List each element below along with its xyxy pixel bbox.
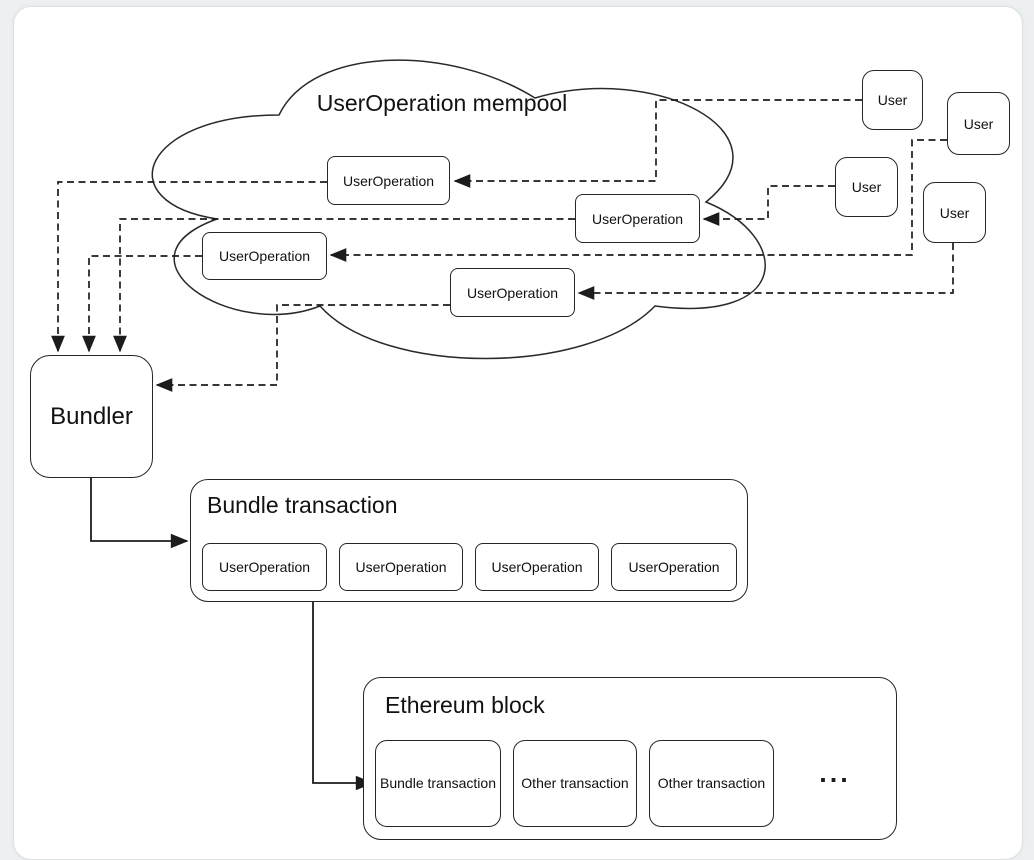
block-other-transaction-1: Other transaction (513, 740, 637, 827)
bundle-userop-4: UserOperation (611, 543, 737, 591)
ethereum-block-title: Ethereum block (385, 692, 545, 718)
bundle-userop-1-label: UserOperation (218, 559, 311, 575)
bundler-label: Bundler (50, 402, 133, 430)
bundle-userop-2-label: UserOperation (355, 559, 447, 575)
edge-bundle-to-block (312, 602, 374, 791)
user-node-2: User (947, 92, 1010, 155)
edge-user2-to-userop3 (329, 139, 947, 262)
edge-bundler-to-bundle (90, 478, 189, 549)
edge-userop1-to-bundler (51, 181, 327, 353)
edge-userop2-to-bundler (113, 218, 575, 353)
block-other-transaction-2: Other transaction (649, 740, 774, 827)
block-bundle-transaction: Bundle transaction (375, 740, 501, 827)
user-node-1: User (862, 70, 923, 130)
edge-user4-to-userop4 (577, 243, 954, 300)
mempool-userop-3-label: UserOperation (218, 248, 311, 264)
edge-userop3-to-bundler (82, 255, 202, 353)
block-bundle-transaction-label: Bundle transaction (380, 775, 496, 792)
mempool-title: UserOperation mempool (316, 90, 568, 116)
user-node-4: User (923, 182, 986, 243)
bundle-transaction-title: Bundle transaction (207, 492, 398, 518)
edge-user1-to-userop1 (453, 99, 862, 188)
bundle-userop-4-label: UserOperation (628, 559, 720, 575)
bundle-userop-3-label: UserOperation (491, 559, 583, 575)
mempool-userop-1-label: UserOperation (342, 172, 435, 189)
mempool-userop-1: UserOperation (327, 156, 450, 205)
block-other-transaction-1-label: Other transaction (521, 775, 629, 792)
user-node-1-label: User (877, 92, 908, 108)
bundle-userop-3: UserOperation (475, 543, 599, 591)
bundle-userop-1: UserOperation (202, 543, 327, 591)
user-node-3-label: User (851, 179, 882, 195)
edge-userop4-to-bundler (155, 304, 450, 392)
block-more-ellipsis: ... (819, 758, 851, 788)
connector-layer (51, 59, 954, 791)
block-other-transaction-2-label: Other transaction (657, 775, 766, 792)
mempool-userop-4-label: UserOperation (466, 284, 559, 301)
mempool-userop-2-label: UserOperation (591, 210, 684, 227)
bundle-userop-2: UserOperation (339, 543, 463, 591)
user-node-4-label: User (939, 204, 970, 221)
bundler-node: Bundler (30, 355, 153, 478)
mempool-userop-3: UserOperation (202, 232, 327, 280)
user-node-2-label: User (963, 115, 994, 132)
mempool-userop-2: UserOperation (575, 194, 700, 243)
edge-user3-to-userop2 (702, 185, 835, 226)
diagram: UserOperation mempool UserOperation User… (30, 59, 1010, 840)
mempool-userop-4: UserOperation (450, 268, 575, 317)
user-node-3: User (835, 157, 898, 217)
